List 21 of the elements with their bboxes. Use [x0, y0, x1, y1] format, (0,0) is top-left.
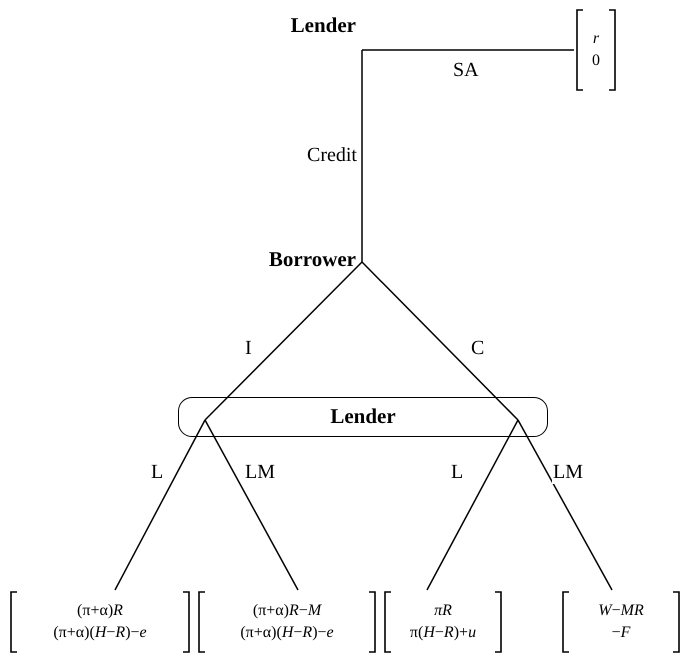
payoff-value: πR [434, 601, 452, 621]
game-branch [362, 49, 574, 51]
game-branch [517, 420, 613, 590]
payoff-value: (π+α)R−M [252, 601, 322, 621]
payoff-value: −F [612, 623, 630, 643]
payoff-value: π(H−R)+u [410, 623, 476, 643]
game-branch [361, 261, 519, 421]
game-branch [426, 420, 519, 590]
game-branch [204, 261, 363, 421]
game-branch [204, 420, 299, 590]
information-set [178, 397, 548, 437]
payoff-value: (π+α)(H−R)−e [240, 623, 334, 643]
game-branch [361, 50, 363, 262]
player-label: Borrower [268, 246, 357, 272]
payoff-value: (π+α)(H−R)−e [53, 623, 147, 643]
payoff-value: 0 [592, 51, 600, 71]
player-label: Lender [290, 12, 357, 38]
payoff-value: r [592, 29, 600, 49]
game-branch [114, 420, 206, 590]
payoff-value: (π+α)R [77, 601, 123, 621]
payoff-value: W−MR [598, 601, 644, 621]
